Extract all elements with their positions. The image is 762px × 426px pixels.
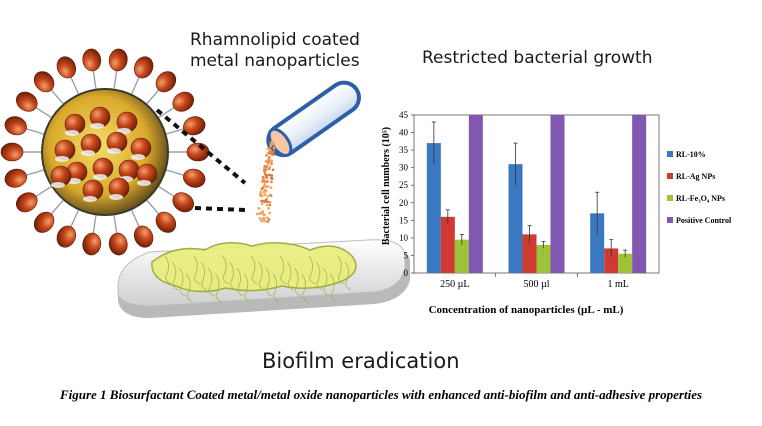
connector-lines <box>155 108 247 212</box>
nanoparticle-heading-line2: metal nanoparticles <box>190 51 360 71</box>
bar <box>522 234 537 273</box>
bar <box>550 115 565 273</box>
legend-swatch <box>667 151 673 157</box>
bar <box>632 115 647 273</box>
legend-label: RL-10% <box>676 150 706 159</box>
legend-swatch <box>667 173 673 179</box>
bar <box>590 213 605 273</box>
bar <box>426 143 441 273</box>
bar <box>508 164 523 273</box>
legend-swatch <box>667 195 673 201</box>
biofilm-dish-icon <box>117 239 410 318</box>
test-tube-icon <box>266 80 361 158</box>
x-tick-label: 1 mL <box>607 279 628 290</box>
y-tick-label: 0 <box>404 268 409 278</box>
y-axis-label: Bacterial cell numbers (10⁵) <box>381 127 392 245</box>
x-axis-label: Concentration of nanoparticles (µL - mL) <box>429 304 624 316</box>
bar <box>468 115 483 273</box>
y-tick-label: 20 <box>399 198 409 208</box>
legend-label: RL-Ag NPs <box>676 172 715 181</box>
bar <box>604 248 619 273</box>
bar <box>454 239 469 273</box>
x-tick-label: 250 µL <box>440 279 469 290</box>
biofilm-heading: Biofilm eradication <box>262 349 460 373</box>
bar-chart: Bacterial cell numbers (10⁵) Concentrati… <box>381 110 732 316</box>
figure-caption: Figure 1 Biosurfactant Coated metal/meta… <box>59 387 703 402</box>
legend-label: RL-Fe₃O₄ NPs <box>676 194 725 203</box>
x-tick-label: 500 µl <box>523 279 549 290</box>
y-tick-label: 40 <box>399 128 409 138</box>
legend-label: Positive Control <box>676 216 732 225</box>
growth-heading: Restricted bacterial growth <box>422 48 653 68</box>
coated-nanoparticle-icon <box>0 48 210 256</box>
y-tick-label: 10 <box>399 233 409 243</box>
y-tick-label: 25 <box>399 180 409 190</box>
y-tick-label: 15 <box>399 215 409 225</box>
y-tick-label: 30 <box>399 163 409 173</box>
y-tick-label: 5 <box>404 250 409 260</box>
nanoparticle-powder <box>255 140 276 223</box>
legend-swatch <box>667 217 673 223</box>
y-tick-label: 35 <box>399 145 409 155</box>
nanoparticle-heading: Rhamnolipid coated metal nanoparticles <box>190 30 360 72</box>
bar <box>618 253 633 273</box>
nanoparticle-heading-line1: Rhamnolipid coated <box>190 30 360 50</box>
y-tick-label: 45 <box>399 110 409 120</box>
bar <box>536 244 551 273</box>
bar <box>440 216 455 273</box>
